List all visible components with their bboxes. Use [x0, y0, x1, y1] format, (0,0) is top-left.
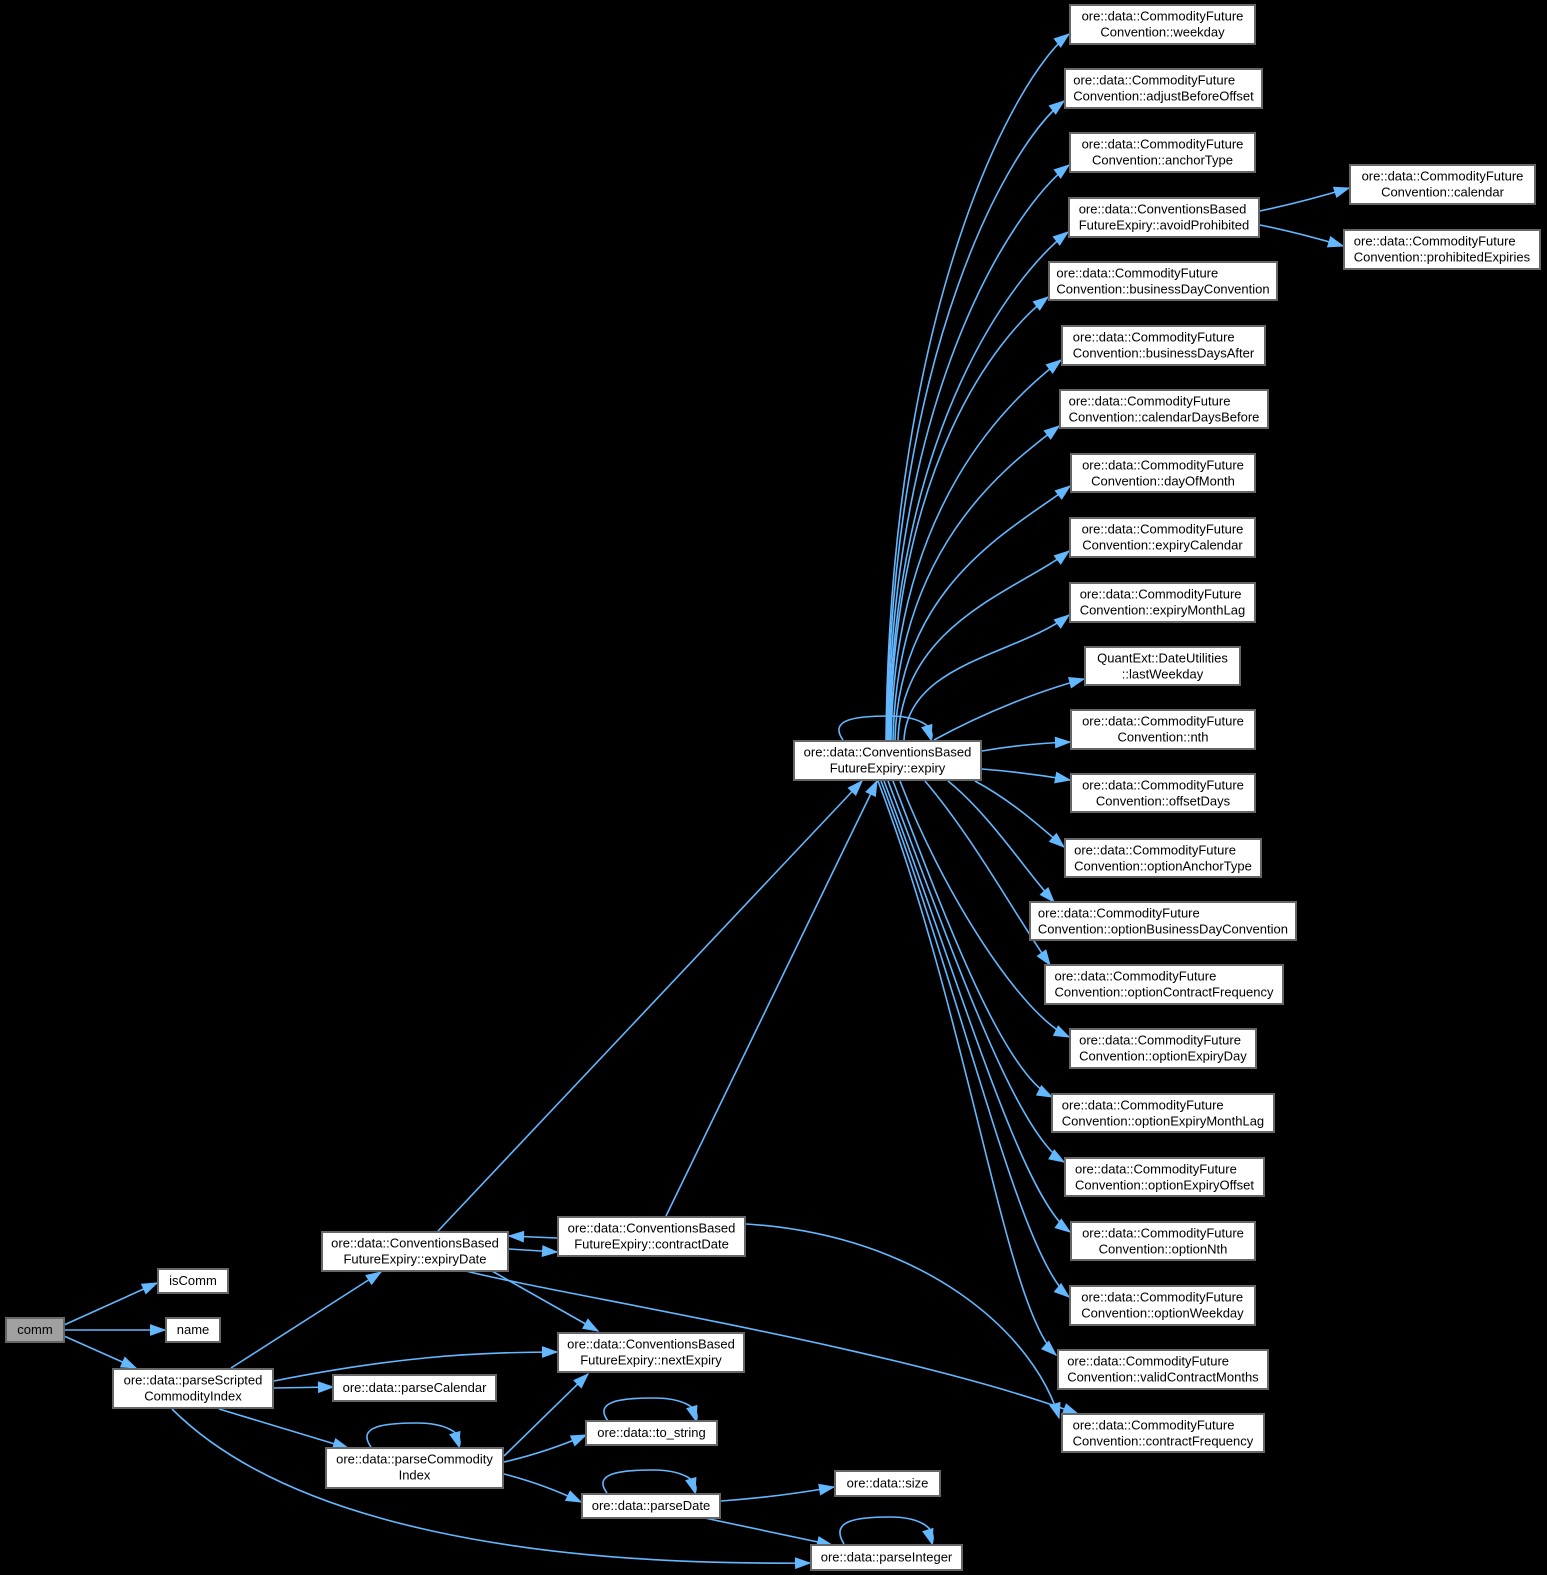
- svg-text:Convention::optionExpiryDay: Convention::optionExpiryDay: [1079, 1049, 1247, 1064]
- svg-text:ore::data::to_string: ore::data::to_string: [597, 1425, 705, 1440]
- svg-text:ore::data::CommodityFuture: ore::data::CommodityFuture: [1080, 586, 1242, 601]
- svg-text:ore::data::CommodityFuture: ore::data::CommodityFuture: [1069, 393, 1231, 408]
- svg-text:Convention::optionContractFreq: Convention::optionContractFrequency: [1055, 985, 1274, 1000]
- svg-text:ore::data::CommodityFuture: ore::data::CommodityFuture: [1082, 777, 1244, 792]
- svg-text:Convention::weekday: Convention::weekday: [1100, 25, 1225, 40]
- svg-text:Convention::optionExpiryMonthL: Convention::optionExpiryMonthLag: [1062, 1114, 1264, 1129]
- svg-text:ore::data::CommodityFuture: ore::data::CommodityFuture: [1073, 72, 1235, 87]
- svg-text:Convention::contractFrequency: Convention::contractFrequency: [1073, 1434, 1254, 1449]
- svg-text:Convention::optionWeekday: Convention::optionWeekday: [1081, 1306, 1244, 1321]
- svg-text:Convention::optionExpiryOffset: Convention::optionExpiryOffset: [1075, 1178, 1254, 1193]
- svg-text:Convention::adjustBeforeOffset: Convention::adjustBeforeOffset: [1073, 89, 1254, 104]
- svg-text:Convention::businessDaysAfter: Convention::businessDaysAfter: [1073, 346, 1255, 361]
- svg-text:::lastWeekday: ::lastWeekday: [1122, 667, 1204, 682]
- svg-text:ore::data::CommodityFuture: ore::data::CommodityFuture: [1074, 842, 1236, 857]
- svg-text:ore::data::CommodityFuture: ore::data::CommodityFuture: [1075, 1161, 1237, 1176]
- svg-text:ore::data::parseCalendar: ore::data::parseCalendar: [343, 1380, 487, 1395]
- svg-text:Convention::offsetDays: Convention::offsetDays: [1096, 794, 1231, 809]
- svg-text:isComm: isComm: [169, 1273, 217, 1288]
- svg-text:ore::data::ConventionsBased: ore::data::ConventionsBased: [1079, 201, 1247, 216]
- svg-text:ore::data::ConventionsBased: ore::data::ConventionsBased: [568, 1220, 736, 1235]
- svg-text:ore::data::ConventionsBased: ore::data::ConventionsBased: [804, 744, 972, 759]
- svg-text:ore::data::CommodityFuture: ore::data::CommodityFuture: [1082, 1225, 1244, 1240]
- svg-text:Convention::optionNth: Convention::optionNth: [1099, 1242, 1228, 1257]
- svg-text:FutureExpiry::contractDate: FutureExpiry::contractDate: [574, 1237, 729, 1252]
- svg-text:Convention::anchorType: Convention::anchorType: [1092, 153, 1233, 168]
- svg-text:ore::data::ConventionsBased: ore::data::ConventionsBased: [331, 1235, 499, 1250]
- svg-text:ore::data::CommodityFuture: ore::data::CommodityFuture: [1082, 8, 1244, 23]
- svg-text:ore::data::parseInteger: ore::data::parseInteger: [821, 1550, 953, 1565]
- svg-text:ore::data::parseScripted: ore::data::parseScripted: [124, 1372, 263, 1387]
- svg-text:FutureExpiry::expiry: FutureExpiry::expiry: [830, 761, 946, 776]
- svg-text:ore::data::CommodityFuture: ore::data::CommodityFuture: [1362, 168, 1524, 183]
- svg-text:Index: Index: [399, 1468, 431, 1483]
- svg-text:Convention::prohibitedExpiries: Convention::prohibitedExpiries: [1354, 250, 1531, 265]
- svg-text:comm: comm: [17, 1322, 52, 1337]
- svg-text:ore::data::CommodityFuture: ore::data::CommodityFuture: [1056, 265, 1218, 280]
- svg-text:ore::data::CommodityFuture: ore::data::CommodityFuture: [1082, 136, 1244, 151]
- svg-text:Convention::optionAnchorType: Convention::optionAnchorType: [1074, 859, 1252, 874]
- svg-text:Convention::nth: Convention::nth: [1117, 730, 1208, 745]
- svg-text:ore::data::CommodityFuture: ore::data::CommodityFuture: [1067, 1353, 1229, 1368]
- svg-text:name: name: [177, 1322, 210, 1337]
- svg-text:Convention::calendar: Convention::calendar: [1381, 185, 1505, 200]
- svg-text:ore::data::CommodityFuture: ore::data::CommodityFuture: [1055, 968, 1217, 983]
- svg-text:ore::data::parseDate: ore::data::parseDate: [592, 1498, 711, 1513]
- svg-text:Convention::validContractMonth: Convention::validContractMonths: [1067, 1370, 1259, 1385]
- svg-text:ore::data::ConventionsBased: ore::data::ConventionsBased: [567, 1336, 735, 1351]
- svg-text:ore::data::size: ore::data::size: [847, 1476, 929, 1491]
- svg-text:ore::data::CommodityFuture: ore::data::CommodityFuture: [1082, 521, 1244, 536]
- svg-text:Convention::businessDayConvent: Convention::businessDayConvention: [1056, 282, 1269, 297]
- svg-text:ore::data::CommodityFuture: ore::data::CommodityFuture: [1354, 233, 1516, 248]
- svg-text:FutureExpiry::nextExpiry: FutureExpiry::nextExpiry: [580, 1353, 722, 1368]
- svg-text:ore::data::CommodityFuture: ore::data::CommodityFuture: [1073, 1417, 1235, 1432]
- svg-text:ore::data::CommodityFuture: ore::data::CommodityFuture: [1062, 1097, 1224, 1112]
- svg-text:Convention::expiryMonthLag: Convention::expiryMonthLag: [1080, 603, 1246, 618]
- svg-text:CommodityIndex: CommodityIndex: [144, 1389, 242, 1404]
- svg-text:ore::data::CommodityFuture: ore::data::CommodityFuture: [1038, 905, 1200, 920]
- svg-text:QuantExt::DateUtilities: QuantExt::DateUtilities: [1097, 650, 1228, 665]
- svg-text:Convention::expiryCalendar: Convention::expiryCalendar: [1082, 538, 1243, 553]
- svg-text:ore::data::CommodityFuture: ore::data::CommodityFuture: [1081, 1289, 1243, 1304]
- svg-text:FutureExpiry::avoidProhibited: FutureExpiry::avoidProhibited: [1079, 218, 1250, 233]
- svg-text:Convention::optionBusinessDayC: Convention::optionBusinessDayConvention: [1038, 922, 1288, 937]
- svg-text:Convention::dayOfMonth: Convention::dayOfMonth: [1091, 474, 1235, 489]
- svg-text:Convention::calendarDaysBefore: Convention::calendarDaysBefore: [1069, 410, 1260, 425]
- svg-text:ore::data::CommodityFuture: ore::data::CommodityFuture: [1082, 457, 1244, 472]
- svg-text:ore::data::CommodityFuture: ore::data::CommodityFuture: [1073, 329, 1235, 344]
- svg-text:ore::data::CommodityFuture: ore::data::CommodityFuture: [1079, 1032, 1241, 1047]
- svg-text:ore::data::parseCommodity: ore::data::parseCommodity: [336, 1451, 493, 1466]
- svg-text:ore::data::CommodityFuture: ore::data::CommodityFuture: [1082, 713, 1244, 728]
- svg-text:FutureExpiry::expiryDate: FutureExpiry::expiryDate: [343, 1252, 486, 1267]
